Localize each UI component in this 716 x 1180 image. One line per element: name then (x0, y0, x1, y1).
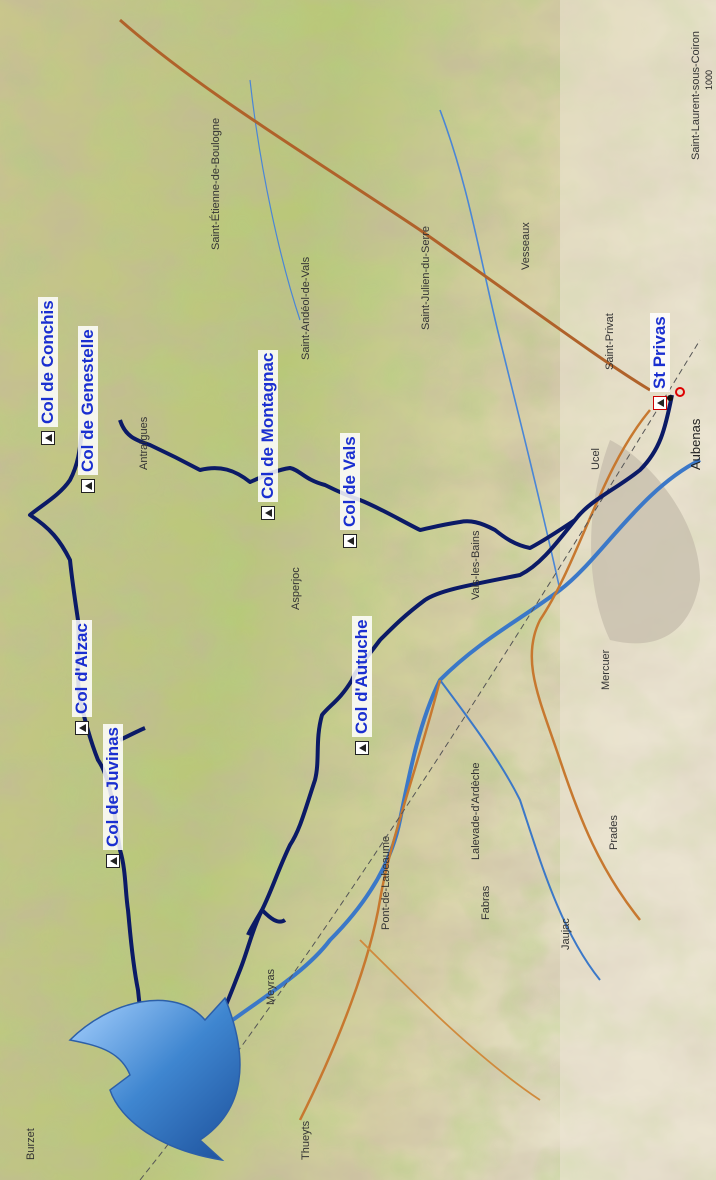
town-label-st-privat: Saint-Privat (604, 313, 616, 370)
col-label-conchis[interactable]: Col de Conchis (38, 297, 58, 445)
start-flag-icon (653, 396, 667, 410)
start-label[interactable]: St Privas (650, 313, 670, 410)
town-label-aubenas: Aubenas (688, 418, 703, 470)
river-ardeche (178, 458, 701, 1062)
road-main-n104 (119, 18, 651, 392)
mountain-pass-icon (81, 479, 95, 493)
mountain-pass-icon (75, 721, 89, 735)
town-label-fabras: Fabras (480, 885, 492, 920)
col-label-alzac[interactable]: Col d'Alzac (72, 620, 92, 735)
col-label-montagnac[interactable]: Col de Montagnac (258, 349, 278, 520)
road-minor (359, 939, 541, 1101)
town-label-jaujac: Jaujac (560, 918, 572, 950)
town-label-burzet: Burzet (25, 1128, 37, 1160)
route-spur (246, 908, 287, 936)
start-point-marker[interactable] (675, 387, 685, 397)
route-spur-juvinas (119, 726, 146, 742)
start-point-dot (667, 395, 673, 401)
road-secondary (298, 679, 442, 1121)
town-label-st-etienne-de-boulogne: Saint-Étienne-de-Boulogne (210, 117, 222, 250)
town-label-st-andeol-de-vals: Saint-Andéol-de-Vals (300, 256, 312, 360)
col-label-genestelle[interactable]: Col de Genestelle (78, 326, 98, 493)
town-label-ucel: Ucel (590, 447, 602, 470)
mountain-pass-icon (343, 534, 357, 548)
town-label-pont-de-labeaume: Pont-de-Labeaume (380, 835, 392, 930)
river-volane (439, 109, 561, 591)
town-label-st-julien-du-serre: Saint-Julien-du-Serre (420, 226, 432, 330)
mountain-pass-icon (41, 431, 55, 445)
town-label-prades: Prades (608, 815, 620, 850)
mountain-pass-icon (261, 506, 275, 520)
river-tributary (439, 679, 601, 981)
mountain-pass-icon (355, 741, 369, 755)
town-label-thueyts: Thueyts (300, 1120, 312, 1160)
town-label-mercuer: Mercuer (600, 649, 612, 690)
town-label-st-laurent-sous-coiron: Saint-Laurent-sous-Coiron (690, 30, 702, 160)
town-label-asperjoc: Asperjoc (290, 567, 302, 610)
col-label-vals[interactable]: Col de Vals (340, 433, 360, 548)
mountain-pass-icon (106, 854, 120, 868)
col-label-juvinas[interactable]: Col de Juvinas (103, 724, 123, 868)
town-label-meyras: Meyras (265, 968, 277, 1005)
town-label-vals-les-bains: Vals-les-Bains (470, 530, 482, 601)
urban-area (591, 440, 700, 644)
town-label-lalevade: Lalevade-d'Ardèche (470, 762, 482, 860)
scale-bar-label: 1000 m (704, 69, 716, 90)
col-label-autuche[interactable]: Col d'Autuche (352, 616, 372, 755)
town-label-antraigues: Antraïgues (138, 416, 150, 470)
stream (249, 79, 301, 321)
direction-arrow-icon (68, 996, 241, 1162)
road-main-n102 (530, 409, 651, 921)
town-label-vesseaux: Vesseaux (520, 222, 532, 270)
